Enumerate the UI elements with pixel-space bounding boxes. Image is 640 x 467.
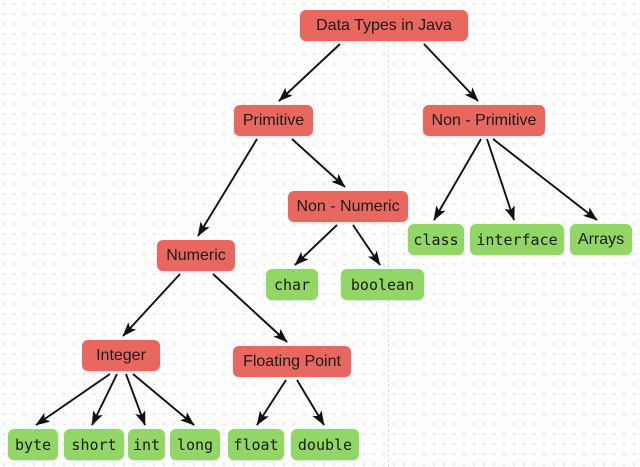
- node-arrays[interactable]: Arrays: [570, 224, 632, 255]
- edge-primitive-to-numeric: [197, 138, 258, 237]
- edge-root-to-primitive: [278, 43, 341, 102]
- node-class[interactable]: class: [408, 224, 464, 255]
- edge-integer-to-byte: [35, 373, 111, 426]
- node-boolean[interactable]: boolean: [341, 269, 424, 300]
- node-root[interactable]: Data Types in Java: [300, 10, 468, 41]
- edge-root-to-nonprim: [423, 43, 479, 102]
- node-double[interactable]: double: [291, 429, 359, 460]
- node-primitive[interactable]: Primitive: [234, 105, 313, 136]
- node-short[interactable]: short: [64, 429, 124, 460]
- edge-nonprim-to-interface: [486, 138, 515, 221]
- edge-numeric-to-integer: [122, 273, 181, 337]
- node-interface[interactable]: interface: [470, 224, 564, 255]
- node-integer[interactable]: Integer: [82, 340, 160, 371]
- vertical-guide-line: [388, 0, 389, 467]
- node-numeric[interactable]: Numeric: [157, 240, 235, 271]
- edge-floating-to-float: [256, 379, 287, 426]
- edge-floating-to-double: [296, 379, 325, 426]
- edge-integer-to-long: [132, 373, 195, 426]
- node-long[interactable]: long: [170, 429, 220, 460]
- edge-integer-to-int: [125, 373, 146, 426]
- node-float[interactable]: float: [228, 429, 284, 460]
- edge-nonnumeric-to-char: [294, 224, 338, 266]
- node-floating[interactable]: Floating Point: [233, 346, 351, 377]
- node-nonnumeric[interactable]: Non - Numeric: [288, 191, 408, 222]
- node-byte[interactable]: byte: [8, 429, 58, 460]
- edge-nonprim-to-arrays: [492, 138, 598, 221]
- node-nonprim[interactable]: Non - Primitive: [423, 105, 545, 136]
- edge-nonprim-to-class: [433, 138, 482, 221]
- node-char[interactable]: char: [266, 269, 318, 300]
- edge-integer-to-short: [91, 373, 118, 426]
- edge-nonnumeric-to-boolean: [352, 224, 381, 266]
- node-int[interactable]: int: [128, 429, 165, 460]
- edge-primitive-to-nonnumeric: [291, 138, 346, 188]
